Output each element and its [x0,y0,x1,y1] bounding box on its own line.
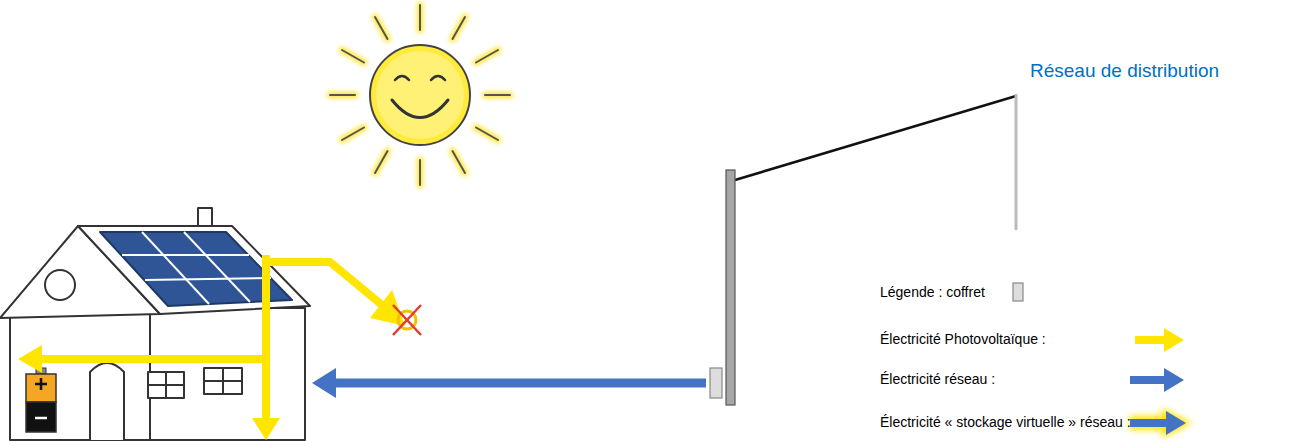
legend-label: Légende : coffret [880,284,985,300]
grid-arrow [312,368,706,398]
sun [330,5,510,185]
legend-label: Électricité réseau : [880,371,995,387]
network-label: Réseau de distribution [1030,60,1219,82]
blocked-outlet [393,305,421,335]
house [0,208,310,440]
pole [710,94,1016,405]
battery [26,368,56,432]
legend-label: Électricité Photovoltaïque : [880,331,1046,347]
legend-label: Électricité « stockage virtuelle » résea… [880,414,1131,430]
pv-arrows [18,255,405,440]
